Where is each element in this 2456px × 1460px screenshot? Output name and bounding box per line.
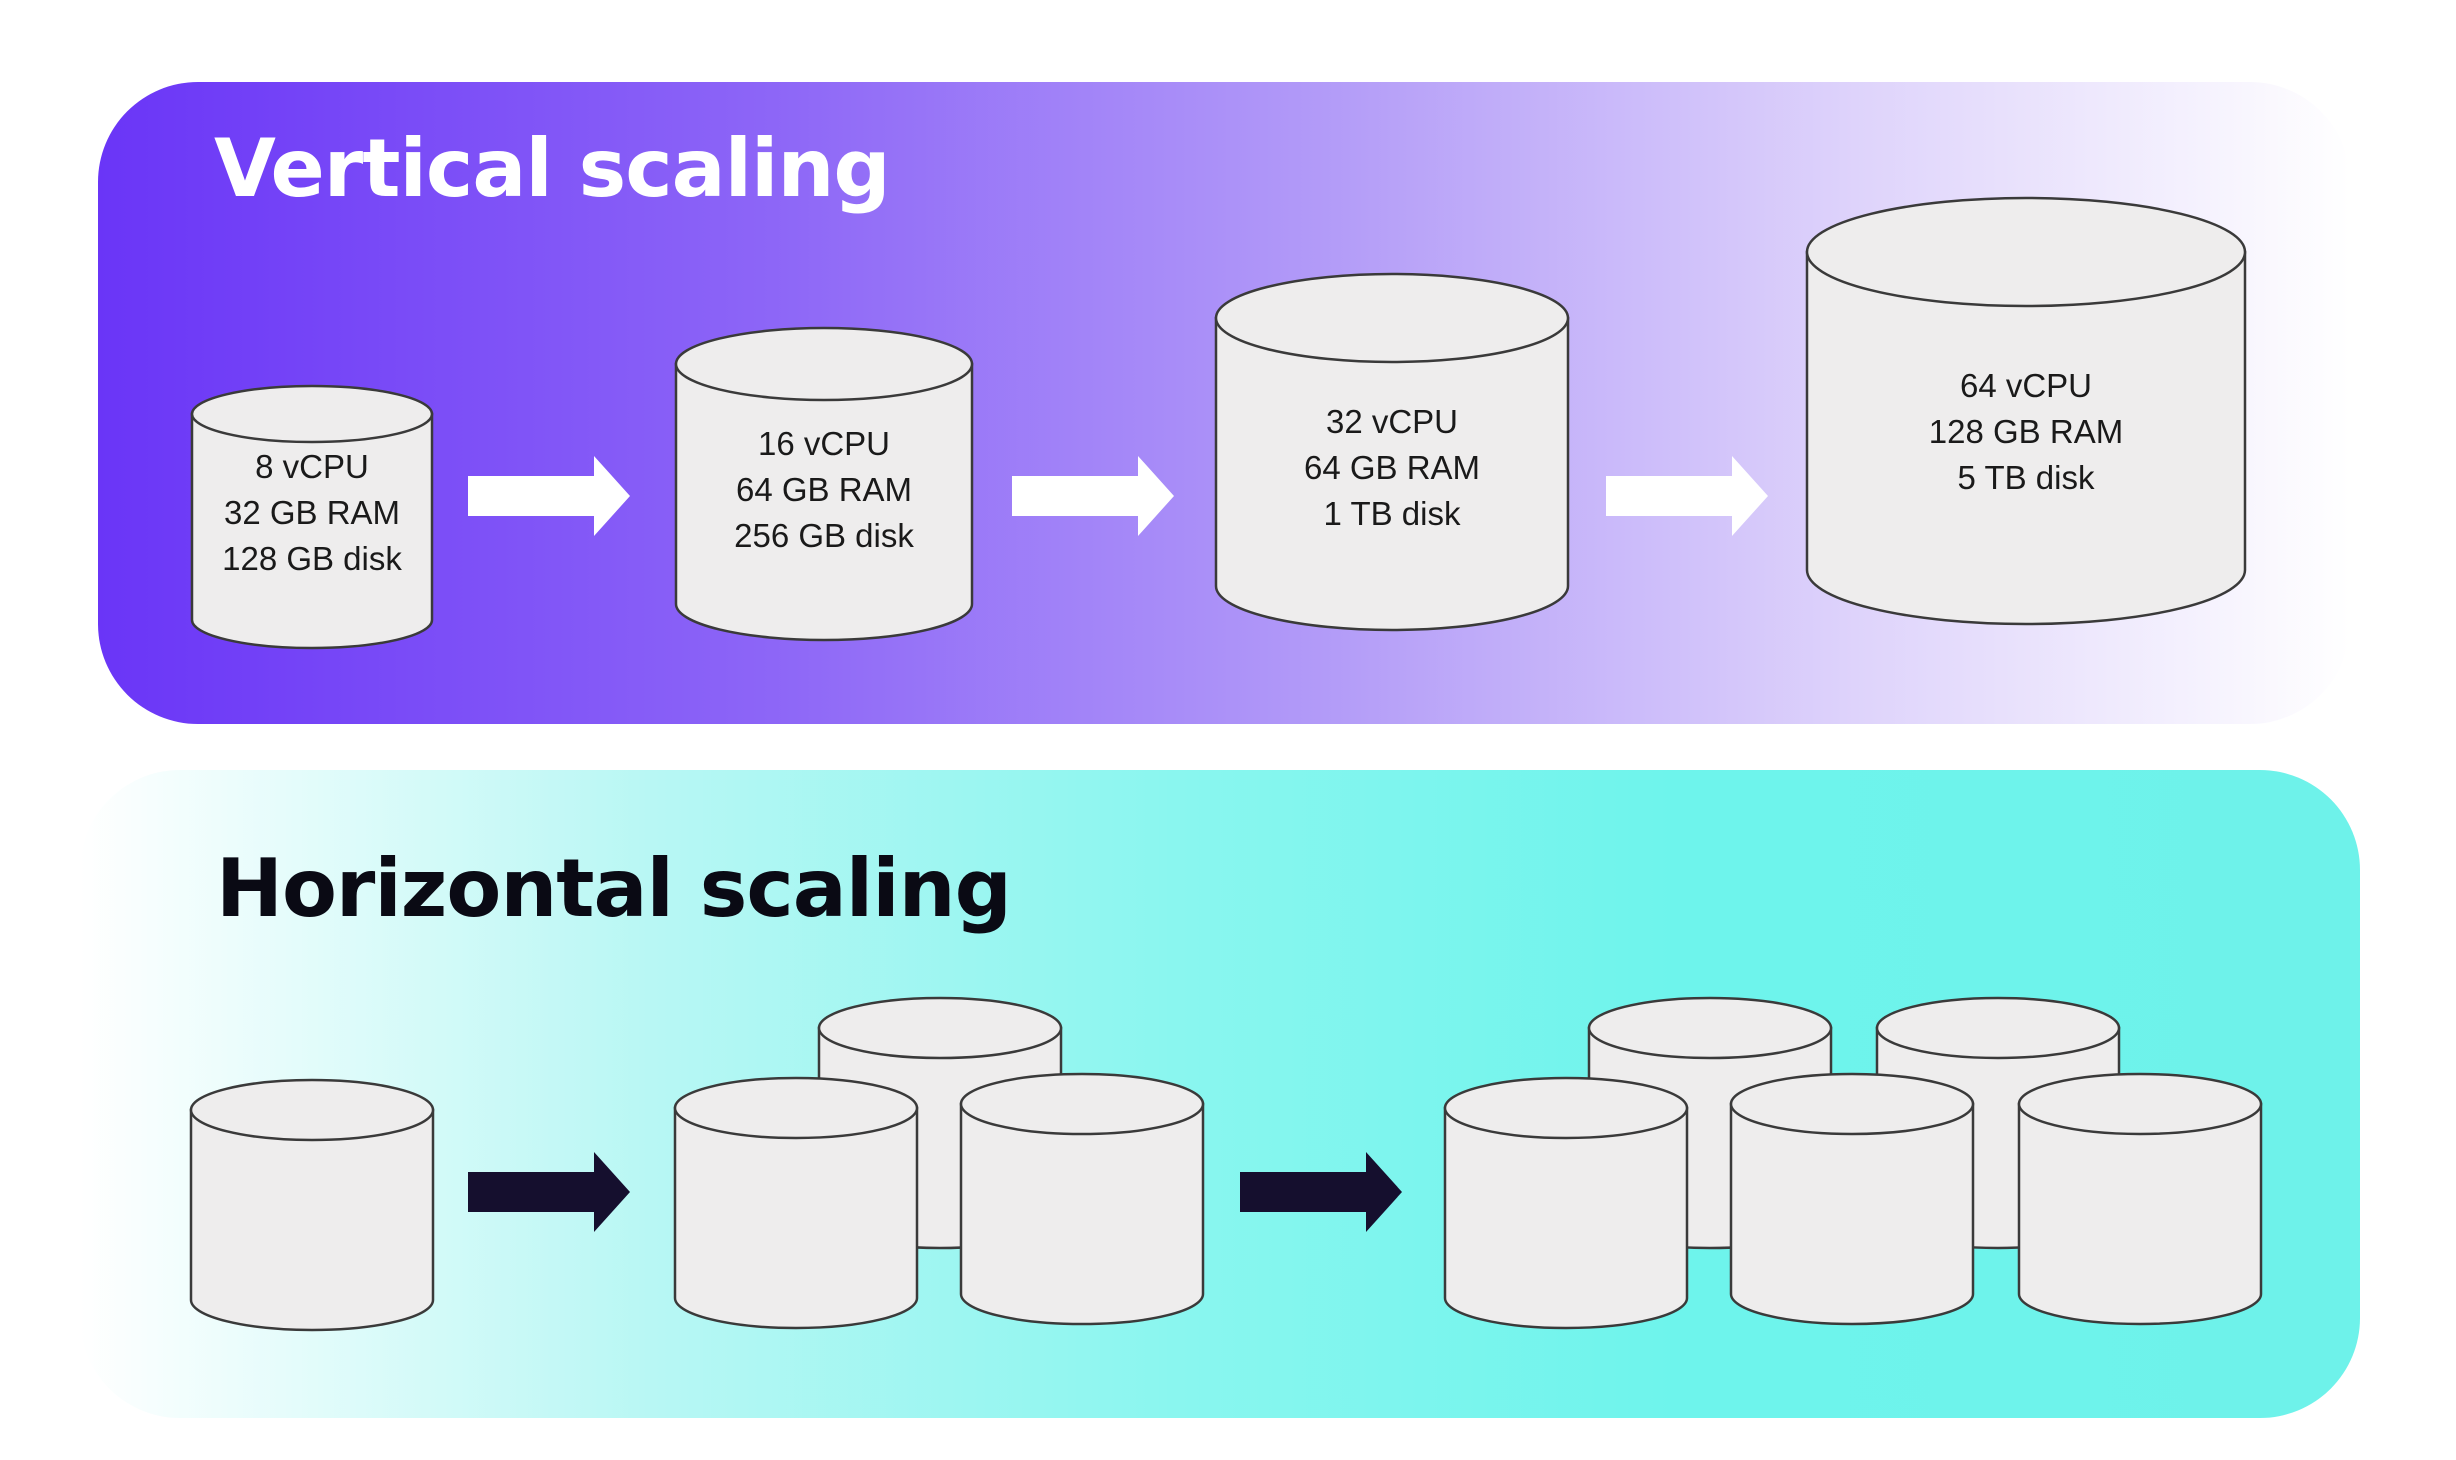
cylinder-top	[817, 996, 1063, 1060]
cylinder-top	[1729, 1072, 1975, 1136]
horizontal-scaling-title: Horizontal scaling	[216, 842, 1012, 935]
cylinder-body	[1729, 1102, 1975, 1326]
cylinder-body	[1214, 316, 1570, 632]
server-spec-line: 256 GB disk	[734, 517, 914, 554]
server-spec-line: 64 vCPU	[1960, 367, 2092, 404]
cylinder-top	[674, 326, 974, 402]
cylinder-top	[2017, 1072, 2263, 1136]
cylinder-body	[190, 412, 434, 650]
cylinder-top	[190, 384, 434, 444]
horizontal-arrow-2	[1240, 1152, 1402, 1232]
vertical-server-1: 8 vCPU 32 GB RAM 128 GB disk	[190, 384, 434, 650]
server-spec-line: 64 GB RAM	[736, 471, 912, 508]
horizontal-server-4	[959, 1072, 1205, 1326]
vertical-scaling-title: Vertical scaling	[214, 122, 891, 215]
server-spec-line: 8 vCPU	[255, 448, 369, 485]
horizontal-server-3	[673, 1076, 919, 1330]
vertical-server-2: 16 vCPU 64 GB RAM 256 GB disk	[674, 326, 974, 642]
horizontal-server-8	[1729, 1072, 1975, 1326]
horizontal-server-9	[2017, 1072, 2263, 1326]
cylinder-top	[959, 1072, 1205, 1136]
server-spec-line: 32 vCPU	[1326, 403, 1458, 440]
cylinder-top	[1875, 996, 2121, 1060]
server-spec-line: 5 TB disk	[1958, 459, 2095, 496]
cylinder-top	[1805, 196, 2247, 308]
horizontal-server-7	[1443, 1076, 1689, 1330]
cylinder-body	[959, 1102, 1205, 1326]
cylinder-top	[189, 1078, 435, 1142]
vertical-server-3: 32 vCPU 64 GB RAM 1 TB disk	[1214, 272, 1570, 632]
cylinder-body	[1443, 1106, 1689, 1330]
server-spec-line: 128 GB RAM	[1929, 413, 2123, 450]
cylinder-body	[1805, 250, 2247, 626]
cylinder-top	[1443, 1076, 1689, 1140]
server-spec-line: 1 TB disk	[1324, 495, 1461, 532]
vertical-server-4: 64 vCPU 128 GB RAM 5 TB disk	[1805, 196, 2247, 626]
vertical-arrow-1	[468, 456, 630, 536]
vertical-arrow-2	[1012, 456, 1174, 536]
horizontal-arrow-1	[468, 1152, 630, 1232]
cylinder-top	[1587, 996, 1833, 1060]
vertical-arrow-3	[1606, 456, 1768, 536]
cylinder-top	[1214, 272, 1570, 364]
server-spec-line: 16 vCPU	[758, 425, 890, 462]
cylinder-body	[2017, 1102, 2263, 1326]
server-spec-line: 64 GB RAM	[1304, 449, 1480, 486]
cylinder-body	[673, 1106, 919, 1330]
cylinder-body	[674, 362, 974, 642]
server-spec-line: 32 GB RAM	[224, 494, 400, 531]
cylinder-top	[673, 1076, 919, 1140]
horizontal-server-1	[189, 1078, 435, 1332]
server-spec-line: 128 GB disk	[222, 540, 402, 577]
cylinder-body	[189, 1108, 435, 1332]
